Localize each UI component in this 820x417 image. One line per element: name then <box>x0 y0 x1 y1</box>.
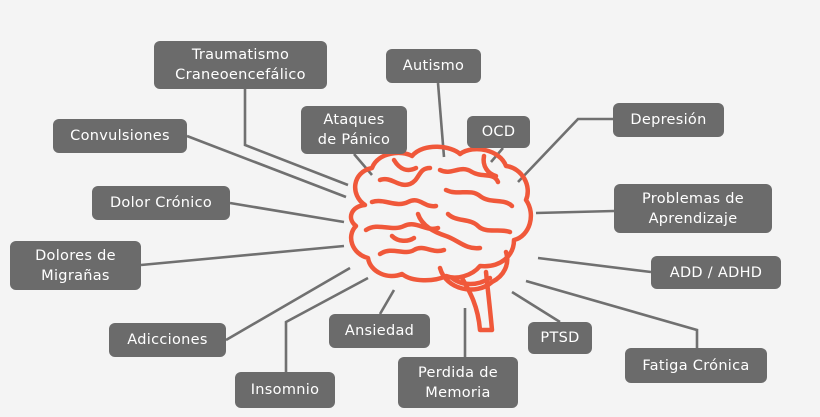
connector-migranas <box>140 244 345 267</box>
connector-adicciones <box>225 266 351 342</box>
node-label: Adicciones <box>127 332 208 348</box>
connector-traumatismo <box>243 89 349 187</box>
node-label: Dolor Crónico <box>109 195 213 211</box>
node-label: OCD <box>481 124 516 140</box>
connector-add-adhd <box>537 256 652 274</box>
node-perdida-de-memoria: Perdida de Memoria <box>398 357 518 408</box>
node-insomnio: Insomnio <box>235 372 335 408</box>
node-label: Convulsiones <box>70 128 170 144</box>
connector-fatiga <box>525 279 699 348</box>
node-label: Ansiedad <box>344 323 415 339</box>
connector-depresion <box>517 117 613 183</box>
connector-aprendizaje <box>535 209 615 215</box>
node-autismo: Autismo <box>386 49 481 83</box>
node-label: PTSD <box>540 330 580 346</box>
node-label: Dolores de Migrañas <box>35 247 116 284</box>
connector-ptsd <box>511 290 561 324</box>
node-convulsiones: Convulsiones <box>53 119 187 153</box>
node-label: ADD / ADHD <box>669 264 763 281</box>
node-adicciones: Adicciones <box>109 323 226 357</box>
connector-dolor-cronico <box>229 201 345 224</box>
node-add-adhd: ADD / ADHD <box>651 256 781 289</box>
node-ansiedad: Ansiedad <box>329 314 430 348</box>
node-label: Fatiga Crónica <box>642 357 750 374</box>
node-label: Ataques de Pánico <box>317 112 391 148</box>
node-dolor-cronico: Dolor Crónico <box>92 186 230 220</box>
connector-convulsiones <box>186 134 347 199</box>
node-label: Autismo <box>402 58 465 74</box>
node-depresion: Depresión <box>613 103 724 137</box>
node-ataques-de-panico: Ataques de Pánico <box>301 106 407 154</box>
node-label: Problemas de Aprendizaje <box>641 190 745 227</box>
node-fatiga-cronica: Fatiga Crónica <box>625 348 767 383</box>
connector-ataques <box>353 153 373 176</box>
node-dolores-de-migranas: Dolores de Migrañas <box>10 241 141 290</box>
node-ptsd: PTSD <box>528 322 592 354</box>
connector-insomnio <box>284 276 369 372</box>
node-problemas-de-aprendizaje: Problemas de Aprendizaje <box>614 184 772 233</box>
node-label: Depresión <box>630 112 707 128</box>
node-ocd: OCD <box>467 116 530 148</box>
node-label: Perdida de Memoria <box>418 364 498 401</box>
connector-autismo <box>436 82 446 158</box>
node-label: Traumatismo Craneoencefálico <box>175 47 306 83</box>
node-label: Insomnio <box>250 382 320 398</box>
connector-ansiedad <box>378 289 396 315</box>
node-traumatismo: Traumatismo Craneoencefálico <box>154 41 327 89</box>
